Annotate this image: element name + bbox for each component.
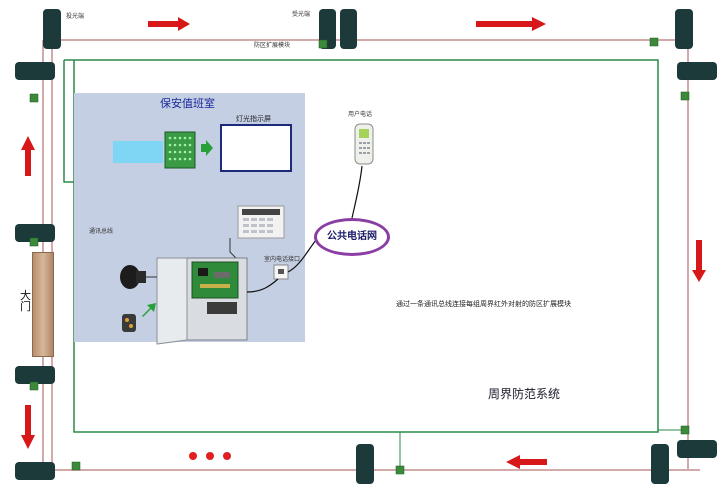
room-title: 保安值班室 <box>160 97 215 110</box>
phone-to-network-wire <box>351 165 363 219</box>
infrared-sensor <box>15 62 55 80</box>
infrared-sensor <box>356 444 374 484</box>
infrared-sensor <box>15 462 55 480</box>
emitter-label: 投光端 <box>66 13 85 20</box>
expansion-module <box>29 93 39 103</box>
modules <box>29 37 690 475</box>
arrow-left-bottom <box>506 455 547 469</box>
alarm-host-door <box>156 257 188 345</box>
beam-sensors <box>15 9 717 484</box>
ellipsis-dot <box>223 452 231 460</box>
system-name: 周界防范系统 <box>488 387 561 401</box>
module-label: 防区扩展模块 <box>254 42 291 49</box>
led-board-dots <box>168 136 192 161</box>
green-arrow-icon <box>142 303 156 317</box>
arrow-right-1 <box>148 17 190 31</box>
circuit-board-icon <box>191 261 239 299</box>
gate-label: 大门 <box>20 289 31 313</box>
public-network-bubble <box>314 218 390 256</box>
arrow-down-left <box>21 405 35 449</box>
infrared-sensor <box>15 366 55 384</box>
expansion-module <box>680 91 690 101</box>
infrared-sensor <box>15 224 55 242</box>
display-screen-icon <box>113 141 163 163</box>
arrows <box>21 17 706 469</box>
arrow-right-2 <box>476 17 546 31</box>
arrow-up-left <box>21 136 35 176</box>
description-text: 通过一条通讯总线连接每组周界红外对射的防区扩展模块 <box>396 300 571 308</box>
expansion-module <box>318 39 328 49</box>
expansion-module <box>29 381 39 391</box>
receiver-label: 受光端 <box>292 11 311 18</box>
jack-to-network-wire <box>287 239 317 273</box>
expansion-module <box>649 37 659 47</box>
ellipsis-dot <box>189 452 197 460</box>
remote-control-icon <box>122 314 136 332</box>
expansion-module <box>29 237 39 247</box>
infrared-sensor <box>675 9 693 49</box>
infrared-sensor <box>340 9 357 49</box>
infrared-sensor <box>319 9 336 49</box>
arrow-down-right <box>692 240 706 282</box>
public-network-label: 公共电话网 <box>327 231 377 242</box>
light-panel-label: 灯光指示屏 <box>236 115 271 123</box>
user-phone-label: 用户电话 <box>348 111 373 118</box>
green-arrow-icon <box>201 140 213 156</box>
bus-line-label: 通讯总线 <box>89 228 114 235</box>
light-indicator-panel <box>220 124 292 172</box>
expansion-module <box>71 461 81 471</box>
expansion-module <box>395 465 405 475</box>
infrared-sensor <box>677 440 717 458</box>
host-to-jack-wire <box>246 278 279 293</box>
infrared-sensor <box>43 9 61 49</box>
infrared-sensor <box>651 444 669 484</box>
indoor-port-label: 室内电话接口 <box>264 256 301 263</box>
siren-icon <box>120 265 140 289</box>
infrared-sensor <box>677 62 717 80</box>
gate-door <box>32 252 54 357</box>
expansion-module <box>680 425 690 435</box>
ellipsis-dot <box>206 452 214 460</box>
